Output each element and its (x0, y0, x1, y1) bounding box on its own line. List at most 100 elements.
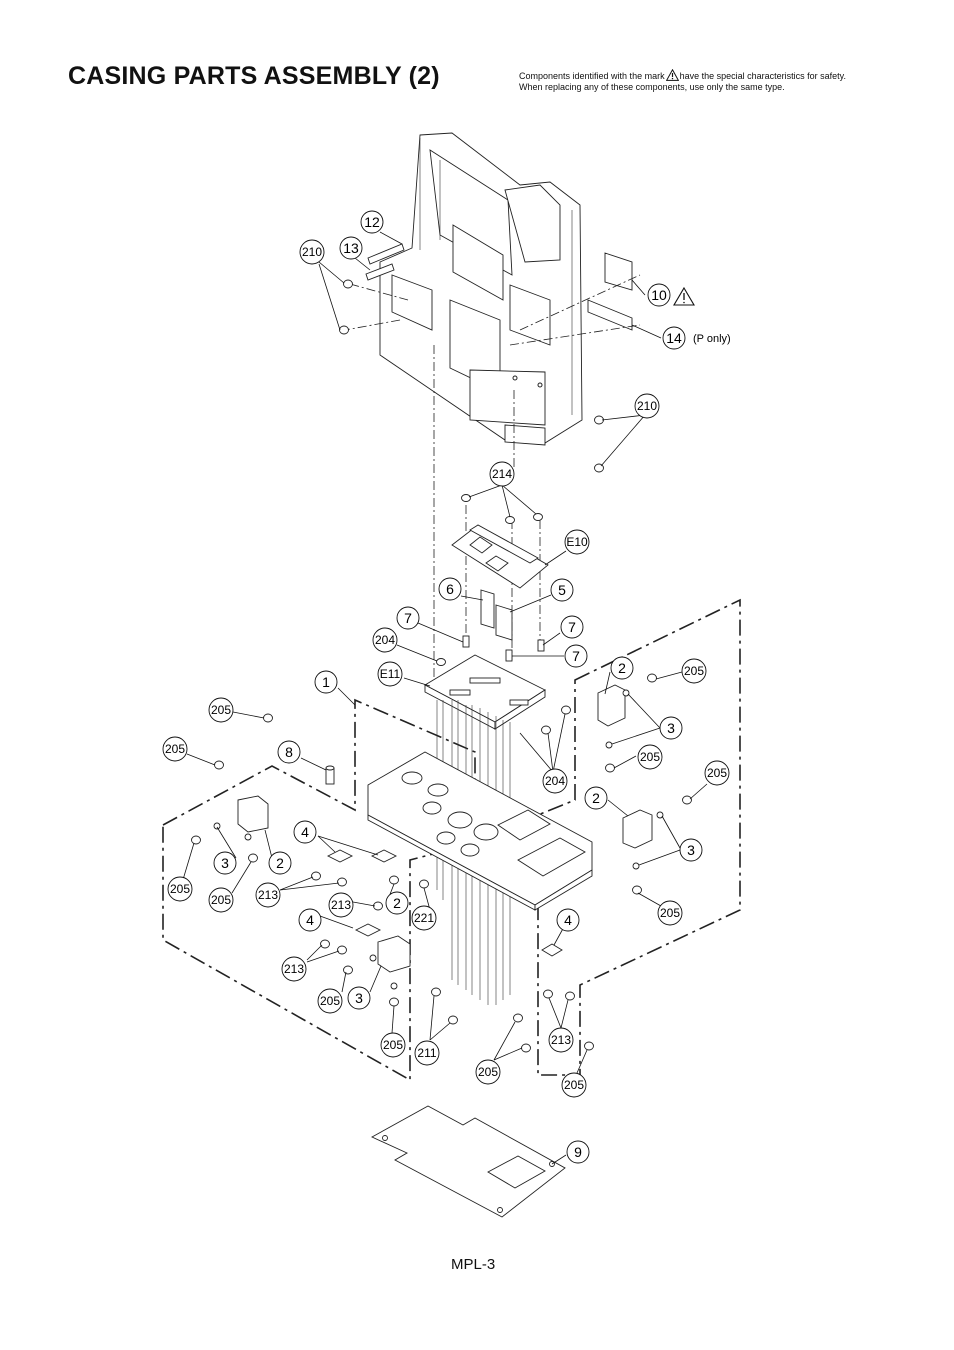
svg-text:211: 211 (417, 1046, 436, 1060)
page-number: MPL-3 (451, 1256, 496, 1273)
safety-label-10 (604, 252, 633, 291)
pcb-e11 (424, 654, 546, 730)
pcb-e10 (451, 524, 549, 589)
callout-204-bottom: 204 (542, 768, 568, 794)
callout-204-top: 204 (372, 627, 398, 653)
screw-204 (436, 658, 446, 666)
callout-12: 12 (360, 210, 384, 234)
callout-13: 13 (339, 236, 363, 260)
callout-5: 5 (550, 578, 574, 602)
svg-text:205: 205 (383, 1038, 403, 1052)
callout-3-lower: 3 (347, 986, 371, 1010)
callout-6: 6 (438, 577, 462, 601)
callout-205-g: 205 (167, 876, 193, 902)
label-13 (365, 263, 395, 281)
svg-text:1: 1 (322, 674, 330, 690)
callout-211: 211 (414, 1040, 440, 1066)
svg-text:2: 2 (393, 895, 401, 911)
callout-213-d: 213 (548, 1027, 574, 1053)
svg-text:E11: E11 (380, 667, 401, 681)
callout-10: 10 (647, 283, 671, 307)
callout-221: 221 (411, 905, 437, 931)
svg-text:8: 8 (285, 744, 293, 760)
callout-205-f: 205 (657, 900, 683, 926)
svg-text:213: 213 (258, 888, 278, 902)
callout-205-l: 205 (561, 1072, 587, 1098)
callout-7-right-lower: 7 (564, 644, 588, 668)
callout-E11: E11 (377, 661, 403, 687)
safety-note: Components identified with the mark have … (519, 69, 939, 93)
callout-2-right-upper: 2 (610, 656, 634, 680)
callout-213-c: 213 (281, 956, 307, 982)
callout-E10: E10 (564, 529, 590, 555)
warning-triangle-icon (673, 286, 695, 306)
callout-2-right-lower: 2 (584, 786, 608, 810)
callout-3-right-upper: 3 (659, 716, 683, 740)
callout-210-right: 210 (634, 393, 660, 419)
warning-triangle-icon (665, 69, 679, 81)
callout-7-right-upper: 7 (560, 615, 584, 639)
callout-205-d: 205 (637, 744, 663, 770)
standoff-8 (325, 765, 335, 785)
svg-text:213: 213 (331, 898, 351, 912)
safety-note-line1-end: have the special characteristics for saf… (679, 71, 846, 81)
callout-205-h: 205 (208, 887, 234, 913)
svg-text:205: 205 (165, 742, 185, 756)
callout-213-a: 213 (255, 882, 281, 908)
rear-casing (379, 132, 583, 446)
svg-text:3: 3 (687, 842, 695, 858)
svg-text:205: 205 (707, 766, 727, 780)
svg-text:4: 4 (564, 912, 572, 928)
spacers-7 (462, 635, 545, 662)
svg-text:9: 9 (574, 1144, 582, 1160)
svg-text:205: 205 (684, 664, 704, 678)
callout-4-lower-left: 4 (298, 908, 322, 932)
svg-text:2: 2 (276, 855, 284, 871)
svg-text:3: 3 (667, 720, 675, 736)
svg-text:3: 3 (221, 855, 229, 871)
svg-text:4: 4 (301, 824, 309, 840)
safety-note-line1-start: Components identified with the mark (519, 71, 665, 81)
callout-8: 8 (277, 740, 301, 764)
label-12 (367, 243, 405, 265)
svg-text:14: 14 (666, 330, 682, 346)
callout-4-upper: 4 (293, 820, 317, 844)
callout-205-b: 205 (162, 736, 188, 762)
svg-text:E10: E10 (566, 535, 588, 549)
callout-2-left: 2 (268, 851, 292, 875)
svg-text:213: 213 (284, 962, 304, 976)
svg-text:10: 10 (651, 287, 667, 303)
svg-text:205: 205 (170, 882, 190, 896)
svg-text:7: 7 (568, 619, 576, 635)
bottom-plate-9 (371, 1105, 566, 1218)
svg-text:205: 205 (660, 906, 680, 920)
part-6 (480, 589, 495, 629)
svg-text:12: 12 (364, 214, 380, 230)
svg-text:204: 204 (375, 633, 395, 647)
callout-3-right-lower: 3 (679, 838, 703, 862)
callout-205-i: 205 (317, 988, 343, 1014)
screws-210-upper (339, 279, 604, 473)
svg-text:214: 214 (492, 467, 512, 481)
svg-text:205: 205 (640, 750, 660, 764)
callout-205-c: 205 (681, 658, 707, 684)
callout-210-left: 210 (299, 239, 325, 265)
callout-214: 214 (489, 461, 515, 487)
svg-text:205: 205 (211, 893, 231, 907)
bottom-casing (367, 751, 593, 911)
svg-text:3: 3 (355, 990, 363, 1006)
svg-text:205: 205 (478, 1065, 498, 1079)
callout-9: 9 (566, 1140, 590, 1164)
misc-screws (191, 673, 692, 1053)
svg-text:213: 213 (551, 1033, 571, 1047)
callout-213-b: 213 (328, 892, 354, 918)
callout-3-left: 3 (213, 851, 237, 875)
svg-text:205: 205 (320, 994, 340, 1008)
svg-text:205: 205 (564, 1078, 584, 1092)
screws-214 (461, 494, 543, 524)
callout-205-k: 205 (475, 1059, 501, 1085)
svg-text:205: 205 (211, 703, 231, 717)
svg-text:7: 7 (404, 610, 412, 626)
callout-14: 14 (662, 326, 686, 350)
callout-1: 1 (314, 670, 338, 694)
